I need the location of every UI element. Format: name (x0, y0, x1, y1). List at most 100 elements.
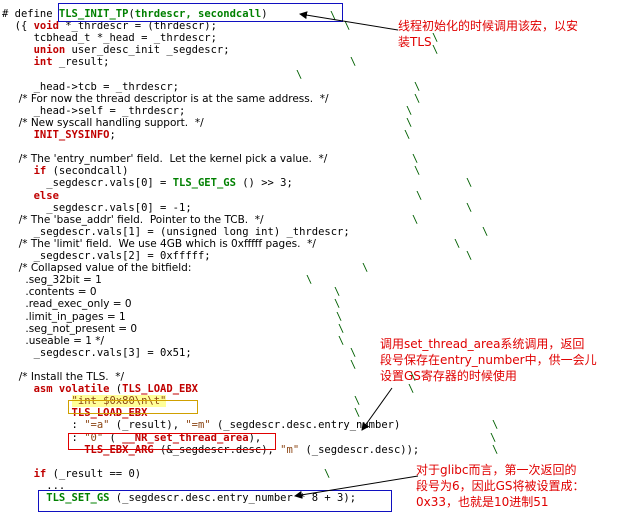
code-token: union (33, 44, 66, 57)
code-token: /* The 'base_addr' field. Pointer to the… (2, 213, 264, 226)
code-line: tcbhead_t *_head = _thrdescr; (2, 32, 217, 44)
line-continuation: \ (350, 346, 357, 359)
syscall-number-box (68, 433, 276, 450)
code-token: ( (128, 8, 135, 20)
code-line: _head->tcb = _thrdescr; (2, 81, 179, 93)
code-line: ({ void *_thrdescr = (thrdescr); (2, 20, 217, 32)
line-continuation: \ (408, 383, 415, 396)
code-token: TLS_LOAD_EBX (122, 383, 198, 396)
code-token: _segdescr.vals[1] = (unsigned long int) … (2, 225, 350, 238)
code-token: "=m" (185, 419, 211, 432)
line-continuation: \ (350, 56, 357, 69)
line-continuation: \ (362, 262, 369, 275)
code-token (2, 129, 34, 141)
line-continuation: \ (466, 201, 473, 214)
code-token: "=a" (84, 419, 110, 432)
code-line: /* The 'base_addr' field. Pointer to the… (2, 214, 264, 226)
code-token: (_segdescr.desc)); (299, 443, 420, 456)
set-gs-box (38, 490, 392, 512)
line-continuation: \ (338, 334, 345, 347)
annotation-init-line: 装TLS (398, 35, 432, 49)
code-token: "0" (84, 431, 104, 444)
line-continuation: \ (338, 322, 345, 335)
code-token: /* Install the TLS. */ (2, 371, 125, 383)
code-token: TLS_GET_GS (172, 177, 236, 190)
annotation-gs-line: 0x33，也就是10进制51 (416, 495, 549, 509)
code-token: tcbhead_t *_head = _thrdescr; (2, 32, 217, 45)
code-token: _segdescr.vals[2] = 0xfffff; (2, 250, 211, 262)
line-continuation: \ (404, 129, 411, 141)
code-token: if (33, 467, 47, 480)
code-token (2, 395, 72, 407)
int80-highlight-box (68, 400, 198, 414)
annotation-syscall-line: 段号保存在entry_number中，供一会儿 (380, 353, 597, 367)
code-line: /* New syscall handling support. */ (2, 117, 204, 129)
line-continuation: \ (350, 358, 357, 371)
code-line: _segdescr.vals[1] = (unsigned long int) … (2, 226, 350, 238)
code-token: *_thrdescr = (thrdescr); (58, 20, 217, 33)
code-line: else (2, 190, 59, 202)
code-token: (_result == 0) (46, 467, 142, 480)
code-token: ), (248, 431, 262, 444)
code-token: .seg_32bit = 1 (2, 274, 102, 287)
code-token: else (33, 189, 59, 202)
annotation-gs-line: 段号为6，因此GS将被设置成： (416, 479, 585, 493)
code-line: : "=a" (_result), "=m" (_segdescr.desc.e… (2, 419, 401, 432)
code-line: .read_exec_only = 0 (2, 298, 132, 311)
code-line: int _result; (2, 56, 110, 69)
code-token: asm volatile (33, 383, 110, 396)
code-line: if (secondcall) (2, 165, 129, 178)
code-token: ; (109, 129, 116, 141)
code-token: ) (261, 8, 268, 20)
code-token: /* For now the thread descriptor is at t… (2, 92, 329, 105)
line-continuation: \ (432, 44, 439, 57)
code-token: : (2, 431, 85, 444)
line-continuation: \ (296, 68, 303, 81)
line-continuation: \ (406, 104, 413, 117)
line-continuation: \ (354, 407, 361, 420)
code-token: _result; (52, 56, 110, 69)
code-token: /* New syscall handling support. */ (2, 116, 204, 129)
line-continuation: \ (334, 286, 341, 299)
code-line: asm volatile (TLS_LOAD_EBX (2, 383, 198, 395)
annotation-init-line: 线程初始化的时候调用该宏，以安 (398, 19, 579, 33)
code-token: _segdescr.vals[0] = -1; (2, 201, 192, 214)
line-continuation: \ (324, 467, 331, 480)
code-token: /* The 'entry_number' field. Let the ker… (2, 153, 328, 166)
code-token: _segdescr.vals[0] = (2, 177, 173, 190)
code-token: _segdescr.vals[3] = 0x51; (2, 346, 192, 359)
code-line: .useable = 1 */ (2, 335, 104, 347)
annotation-syscall-line: 调用set_thread_area系统调用，返回 (380, 337, 585, 351)
code-line: /* Collapsed value of the bitfield: (2, 262, 192, 275)
code-token: /* Collapsed value of the bitfield: (2, 262, 192, 275)
line-continuation: \ (354, 395, 361, 408)
code-token: : (2, 419, 85, 432)
line-continuation: \ (492, 419, 499, 432)
line-continuation: \ (410, 371, 417, 383)
code-line: _segdescr.vals[3] = 0x51; (2, 347, 192, 359)
code-line: /* For now the thread descriptor is at t… (2, 93, 329, 105)
code-token: if (33, 165, 47, 178)
code-token (2, 407, 72, 419)
annotation-syscall: 调用set_thread_area系统调用，返回 段号保存在entry_numb… (380, 336, 620, 384)
line-continuation: \ (466, 250, 473, 262)
code-line: /* The 'limit' field. We use 4GB which i… (2, 238, 316, 250)
code-line: .seg_not_present = 0 (2, 323, 137, 335)
code-token: "int $0x80\n\t" (71, 395, 167, 408)
code-token (2, 56, 34, 68)
code-token: (_segdescr.desc.entry_number) (210, 419, 401, 432)
annotation-init: 线程初始化的时候调用该宏，以安 装TLS (398, 18, 620, 50)
code-token (2, 165, 34, 177)
line-continuation: \ (414, 165, 421, 178)
code-token: TLS_SET_GS (46, 492, 110, 504)
code-token: void (33, 20, 59, 33)
code-line: INIT_SYSINFO; (2, 129, 116, 141)
code-token: .contents = 0 (2, 286, 97, 299)
line-continuation: \ (336, 310, 343, 323)
line-continuation: \ (416, 189, 423, 202)
code-line: ... (2, 480, 65, 492)
line-continuation: \ (334, 298, 341, 311)
code-token: .read_exec_only = 0 (2, 298, 132, 311)
code-token: user_desc_init _segdescr; (65, 44, 230, 57)
code-line: _segdescr.vals[2] = 0xfffff; (2, 250, 211, 262)
